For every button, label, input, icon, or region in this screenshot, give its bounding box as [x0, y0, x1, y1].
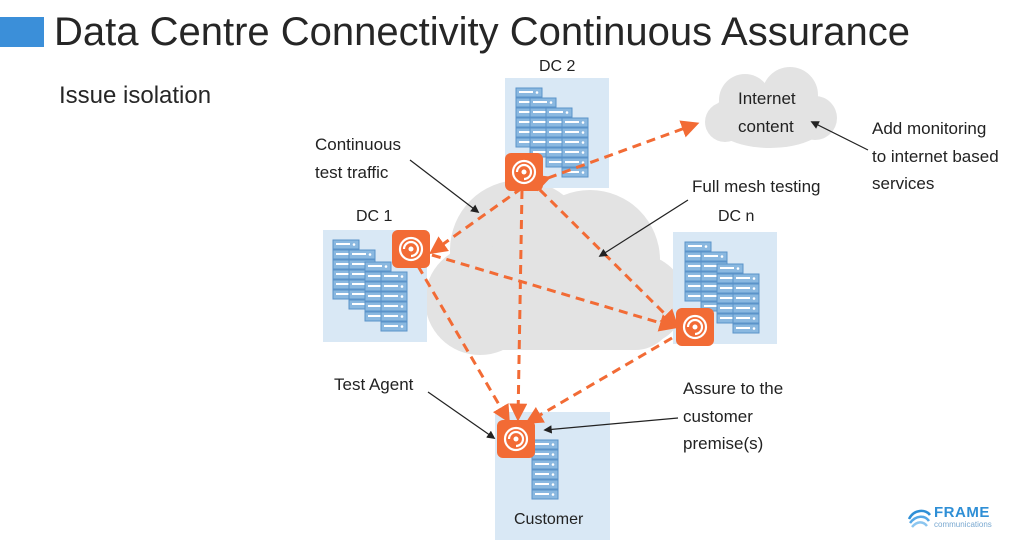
dc2-label: DC 2 — [539, 58, 576, 75]
page-subtitle: Issue isolation — [59, 82, 212, 109]
monitoring-label-line3: services — [872, 174, 935, 193]
dcn-label: DC n — [718, 208, 755, 225]
customer-test-agent-icon — [495, 418, 537, 460]
customer-label: Customer — [514, 511, 584, 528]
dc1-test-agent-icon — [390, 228, 432, 270]
frame-logo-icon — [907, 509, 932, 528]
continuous-traffic-label-line2: test traffic — [315, 163, 389, 182]
logo-subtext: communications — [934, 520, 992, 529]
callout-arrows — [409, 121, 869, 439]
full-mesh-label: Full mesh testing — [692, 177, 821, 196]
test-traffic-paths — [416, 120, 700, 424]
internet-label-line2: content — [738, 117, 794, 136]
dc2-test-agent-icon — [503, 151, 545, 193]
dcn-test-agent-icon — [674, 306, 716, 348]
logo-name: FRAME — [934, 504, 990, 521]
assure-label-line1: Assure to the — [683, 379, 784, 398]
monitoring-label-line1: Add monitoring — [872, 119, 987, 138]
internet-cloud — [705, 67, 837, 148]
dc1-label: DC 1 — [356, 208, 393, 225]
assure-label-line2: customer — [683, 407, 753, 426]
test-agent-label: Test Agent — [334, 375, 414, 394]
monitoring-label-line2: to internet based — [872, 147, 999, 166]
wan-cloud — [425, 180, 685, 355]
assure-label-line3: premise(s) — [683, 434, 764, 453]
continuous-traffic-label-line1: Continuous — [315, 135, 402, 154]
page-title: Data Centre Connectivity Continuous Assu… — [54, 10, 911, 54]
internet-label-line1: Internet — [738, 89, 796, 108]
frame-logo: FRAME communications — [906, 504, 1006, 531]
title-accent-bar — [0, 17, 44, 47]
